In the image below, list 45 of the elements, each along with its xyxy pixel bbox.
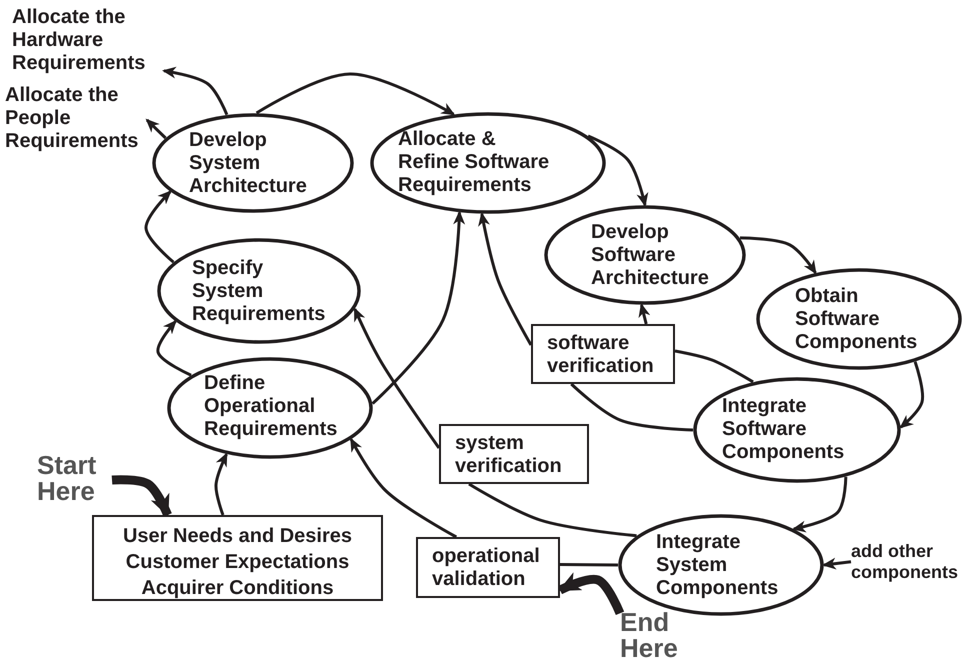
arrow [112,475,172,517]
input-box [92,515,383,601]
box-label: Customer Expectations [124,550,350,575]
arrow [558,572,624,616]
arrow [156,320,192,377]
box-label: User Needs and Desires [122,524,353,549]
connector-line [468,482,637,538]
arrow [792,476,848,532]
check-box-frame [531,324,675,384]
arrow [214,452,228,516]
connector-line [570,382,694,432]
arrow [587,134,648,207]
annotation-label: Start Here [37,452,112,508]
arrow [899,361,924,428]
check-box-frame [439,424,589,484]
arrow [350,438,458,538]
step-label: Specify System Requirements [192,257,326,326]
arrow [256,72,456,116]
box-label: software verification [547,332,655,378]
annotation-label: add other components [851,541,964,587]
arrow [144,190,174,264]
arrow [478,212,532,346]
annotation-label: End Here [620,609,692,663]
annotation-label: Allocate the Hardware Requirements [12,6,164,78]
step-label: Develop System Architecture [189,129,308,198]
annotation-label: Allocate the People Requirements [5,84,147,156]
arrow [353,307,440,449]
check-box-frame [416,537,560,598]
arrow [822,558,852,570]
box-label: operational validation [432,545,541,591]
step-label: Define Operational Requirements [204,372,338,441]
connector-line [674,350,754,384]
arrow [146,118,167,140]
box-label: system verification [455,432,563,478]
step-label: Obtain Software Components [795,285,918,354]
arrow [638,303,650,324]
arrow [162,66,228,116]
connector-line [560,562,618,566]
step-label: Develop Software Architecture [591,221,710,290]
step-label: Integrate Software Components [722,395,846,464]
arrow [372,210,466,405]
box-label: Acquirer Conditions [140,576,335,601]
step-label: Integrate System Components [656,531,780,600]
arrow [740,236,817,274]
step-label: Allocate & Refine Software Requirements [398,128,550,197]
